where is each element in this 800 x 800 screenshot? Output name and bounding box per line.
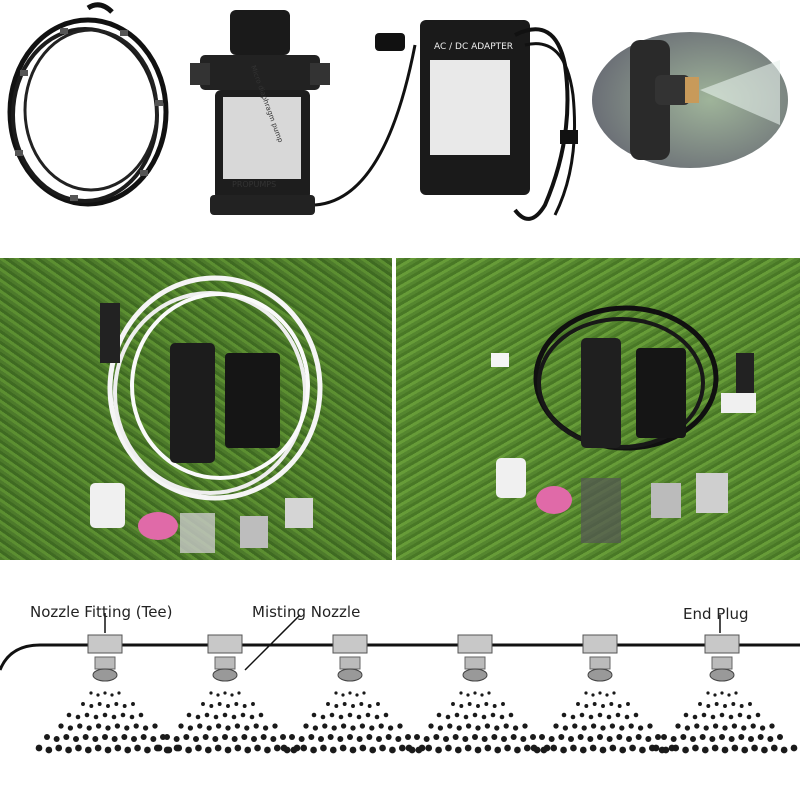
pump-icon	[190, 10, 417, 215]
adapter-title-text: AC / DC ADAPTER	[434, 42, 514, 52]
black-kit-photo	[396, 258, 800, 560]
diagram-graphic	[0, 613, 800, 754]
mist-sprays	[35, 691, 798, 754]
adapter-icon	[420, 20, 578, 221]
nozzle-spray-icon	[592, 32, 788, 168]
white-tubing-icon	[90, 275, 323, 553]
pump-brand-text: PROPUMPS	[232, 180, 277, 189]
mist-spray-icon	[530, 691, 676, 754]
misting-diagram: Nozzle Fitting (Tee) Misting Nozzle End …	[0, 575, 800, 800]
tee-fitting-icon	[457, 634, 493, 682]
tee-fitting-icon	[207, 634, 243, 682]
mist-spray-icon	[405, 691, 551, 754]
end-plug-icon	[704, 634, 740, 682]
mist-spray-icon	[652, 691, 798, 754]
tee-fitting-icon	[582, 634, 618, 682]
mist-spray-icon	[155, 691, 301, 754]
product-parts-row: Micro diaphragm pump PROPUMPS AC / DC AD…	[0, 0, 800, 240]
tee-fitting-icon	[87, 634, 123, 682]
label-tee: Nozzle Fitting (Tee)	[30, 603, 173, 621]
black-tubing-icon	[491, 305, 756, 543]
mist-spray-icon	[280, 691, 426, 754]
tee-fittings	[87, 634, 740, 682]
tee-fitting-icon	[332, 634, 368, 682]
tubing-coil-icon	[7, 2, 169, 207]
label-nozzle: Misting Nozzle	[252, 603, 361, 621]
white-kit-photo	[0, 258, 392, 560]
mist-spray-icon	[35, 691, 181, 754]
label-end-plug: End Plug	[683, 605, 749, 623]
